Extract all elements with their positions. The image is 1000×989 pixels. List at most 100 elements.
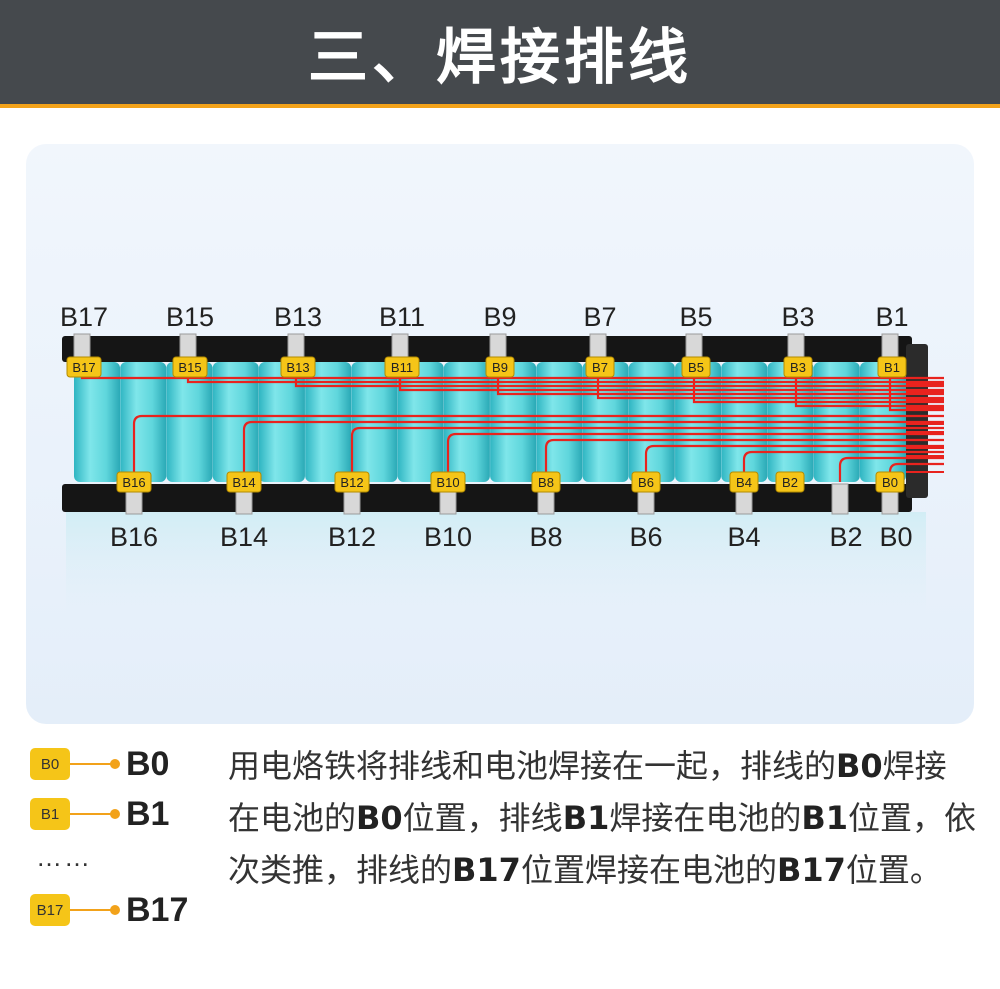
terminal-label-b15: B15	[166, 302, 214, 332]
terminal-label-b4: B4	[727, 522, 760, 552]
sense-wire	[838, 456, 944, 482]
legend-row-b1: B1 B1	[30, 794, 169, 834]
terminal-label-b16: B16	[110, 522, 158, 552]
terminal-tag	[430, 471, 466, 493]
terminal-label-b3: B3	[781, 302, 814, 332]
terminal-tag	[729, 471, 759, 493]
terminal-tag-label: B1	[884, 360, 900, 375]
terminal-tag	[116, 471, 152, 493]
terminal-tag	[280, 356, 316, 378]
sense-wire	[242, 420, 944, 482]
desc-text: 位置，依次类推，排线的	[228, 799, 977, 889]
legend-tag: B1	[30, 798, 70, 830]
desc-text: 位置焊接在电池的	[520, 851, 777, 889]
terminal-label-b13: B13	[274, 302, 322, 332]
terminal-tag	[485, 356, 515, 378]
sense-wire	[350, 426, 944, 482]
desc-text: 焊接在电池的	[228, 747, 947, 837]
terminal-label-b5: B5	[679, 302, 712, 332]
sense-wire	[446, 432, 944, 482]
terminal-tag-label: B11	[391, 360, 413, 375]
terminal-label-b9: B9	[483, 302, 516, 332]
terminal-tag	[877, 356, 907, 378]
terminal-tag	[631, 471, 661, 493]
sense-wire	[596, 368, 944, 400]
terminal-tag-label: B16	[122, 475, 145, 490]
legend-value: B17	[126, 890, 189, 929]
terminal-tag	[172, 356, 208, 378]
description-text: 用电烙铁将排线和电池焊接在一起，排线的B0焊接在电池的B0位置，排线B1焊接在电…	[228, 740, 978, 896]
terminal-tag	[875, 471, 905, 493]
terminal-label-b0: B0	[879, 522, 912, 552]
terminal-tag-label: B8	[538, 475, 554, 490]
desc-text: 焊接在电池的	[609, 799, 802, 837]
legend-value: B0	[126, 744, 170, 783]
desc-text: 位置，排线	[402, 799, 563, 837]
terminal-label-b11: B11	[379, 302, 425, 332]
terminal-label-b17: B17	[60, 302, 108, 332]
terminal-label-b2: B2	[829, 522, 862, 552]
desc-highlight: B1	[801, 799, 849, 837]
nickel-tab	[831, 483, 849, 515]
terminal-tag	[681, 356, 711, 378]
desc-highlight: B1	[562, 799, 610, 837]
terminal-tag	[226, 471, 262, 493]
terminal-tag-label: B7	[592, 360, 608, 375]
sense-wire	[742, 450, 944, 482]
terminal-tag-label: B15	[178, 360, 201, 375]
terminal-label-b1: B1	[875, 302, 908, 332]
desc-text: 用电烙铁将排线和电池焊接在一起，排线的	[228, 747, 837, 785]
terminal-tag	[66, 356, 102, 378]
sense-wire	[794, 368, 944, 408]
terminal-tag-label: B3	[790, 360, 806, 375]
page-title: 三、焊接排线	[308, 22, 692, 93]
sense-wire	[644, 444, 944, 482]
terminal-label-b7: B7	[583, 302, 616, 332]
terminal-label-b14: B14	[220, 522, 268, 552]
terminal-tag-label: B2	[782, 475, 798, 490]
terminal-tag	[334, 471, 370, 493]
terminal-tag	[384, 356, 420, 378]
terminal-tag-label: B13	[286, 360, 309, 375]
legend-row-b17: B17 B17	[30, 890, 188, 930]
terminal-label-b12: B12	[328, 522, 376, 552]
legend-tag: B17	[30, 894, 70, 926]
terminal-label-b6: B6	[629, 522, 662, 552]
desc-highlight: B17	[452, 851, 521, 889]
terminal-tag-label: B12	[340, 475, 363, 490]
bottom-holder	[62, 484, 912, 512]
sense-wire	[544, 438, 944, 482]
terminal-tag-label: B6	[638, 475, 654, 490]
battery-cell	[212, 362, 259, 482]
terminal-tag-label: B4	[736, 475, 752, 490]
legend-tag: B0	[30, 748, 70, 780]
sense-wire	[888, 368, 944, 412]
sense-wire	[692, 368, 944, 404]
desc-text: 位置。	[845, 851, 942, 889]
terminal-label-b10: B10	[424, 522, 472, 552]
legend-ellipsis: ……	[36, 842, 92, 872]
desc-highlight: B0	[356, 799, 403, 837]
legend-row-b0: B0 B0	[30, 744, 169, 784]
legend-connector	[70, 759, 120, 769]
legend-value: B1	[126, 794, 170, 833]
terminal-tag-label: B0	[882, 475, 898, 490]
pack-reflection	[66, 512, 926, 632]
desc-highlight: B17	[776, 851, 846, 889]
legend: B0 B0 B1 B1 B17 B17	[30, 740, 210, 940]
terminal-label-b8: B8	[529, 522, 562, 552]
desc-highlight: B0	[836, 747, 883, 785]
terminal-tag	[775, 471, 805, 493]
legend-connector	[70, 905, 120, 915]
terminal-tag	[783, 356, 813, 378]
terminal-tag	[531, 471, 561, 493]
terminal-tag-label: B9	[492, 360, 508, 375]
terminal-tag-label: B5	[688, 360, 704, 375]
terminal-tag-label: B14	[232, 475, 255, 490]
legend-connector	[70, 809, 120, 819]
battery-cell	[166, 362, 213, 482]
terminal-tag-label: B17	[72, 360, 95, 375]
battery-cell	[74, 362, 120, 482]
terminal-tag	[585, 356, 615, 378]
